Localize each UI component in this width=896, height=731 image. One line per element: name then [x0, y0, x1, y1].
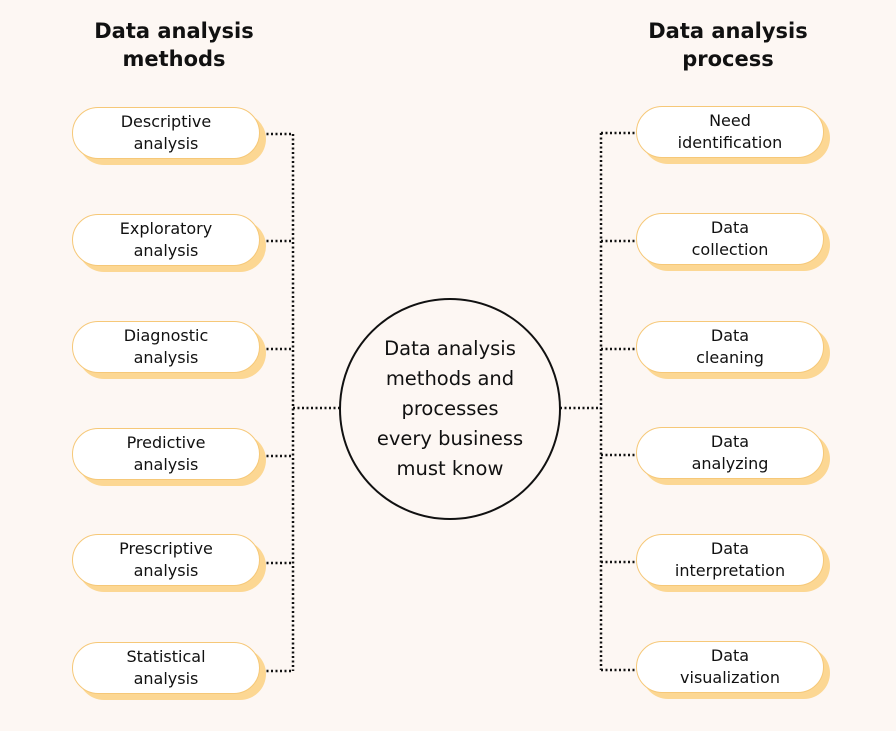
process-node: Data cleaning — [636, 321, 830, 379]
method-node: Predictive analysis — [72, 428, 266, 486]
process-label: Data cleaning — [636, 321, 824, 373]
process-label: Need identification — [636, 106, 824, 158]
process-label: Data visualization — [636, 641, 824, 693]
methods-heading: Data analysis methods — [94, 19, 254, 71]
process-node: Need identification — [636, 106, 830, 164]
process-label: Data interpretation — [636, 534, 824, 586]
method-label: Statistical analysis — [72, 642, 260, 694]
process-label: Data collection — [636, 213, 824, 265]
method-label: Predictive analysis — [72, 428, 260, 480]
method-node: Prescriptive analysis — [72, 534, 266, 592]
method-label: Exploratory analysis — [72, 214, 260, 266]
center-topic-circle: Data analysis methods and processes ever… — [339, 298, 561, 520]
process-node: Data analyzing — [636, 427, 830, 485]
process-node: Data interpretation — [636, 534, 830, 592]
method-label: Prescriptive analysis — [72, 534, 260, 586]
process-label: Data analyzing — [636, 427, 824, 479]
method-node: Diagnostic analysis — [72, 321, 266, 379]
method-label: Diagnostic analysis — [72, 321, 260, 373]
method-node: Statistical analysis — [72, 642, 266, 700]
method-node: Descriptive analysis — [72, 107, 266, 165]
method-node: Exploratory analysis — [72, 214, 266, 272]
process-heading: Data analysis process — [648, 19, 808, 71]
method-label: Descriptive analysis — [72, 107, 260, 159]
process-node: Data collection — [636, 213, 830, 271]
process-node: Data visualization — [636, 641, 830, 699]
